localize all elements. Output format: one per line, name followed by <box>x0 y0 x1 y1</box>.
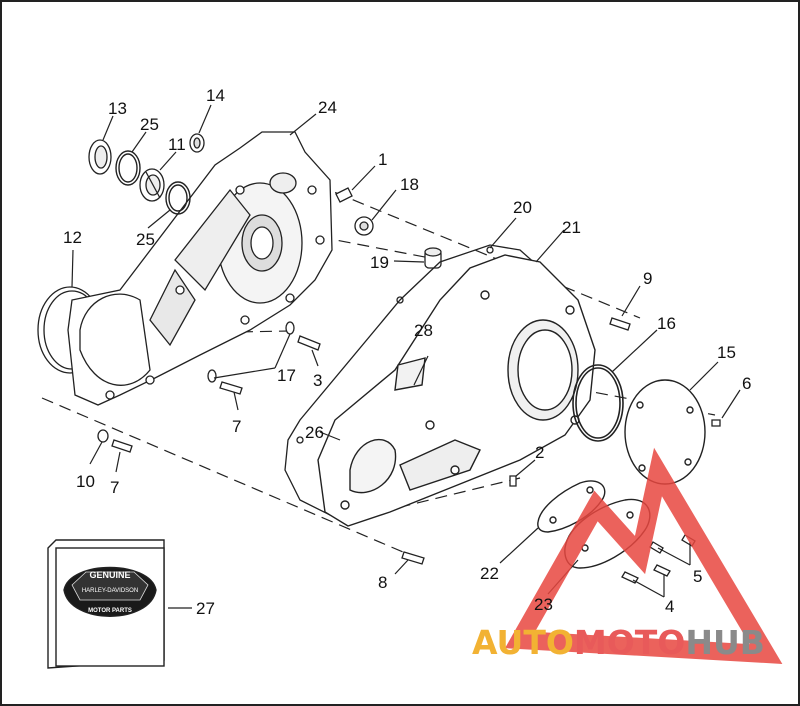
part-5-screw-a <box>649 541 664 554</box>
callout-21: 21 <box>562 218 581 237</box>
part-7-screw-lower <box>111 439 133 453</box>
part-2-screw <box>509 475 517 487</box>
leader-lines <box>71 104 741 609</box>
callout-1: 1 <box>378 150 387 169</box>
callout-20: 20 <box>513 198 532 217</box>
callout-25-bottom: 25 <box>136 230 155 249</box>
watermark-part2: MOTO <box>574 623 685 662</box>
callout-22: 22 <box>480 564 499 583</box>
part-6-screw <box>711 419 721 427</box>
callout-24: 24 <box>318 98 337 117</box>
part-7-screw-upper <box>219 381 243 395</box>
part-18-bushing <box>354 216 374 236</box>
svg-text:AUTOMOTOHUB: AUTOMOTOHUB <box>472 623 765 662</box>
package-brand-top: GENUINE <box>89 570 130 580</box>
callout-12: 12 <box>63 228 82 247</box>
part-24-inner-primary-housing <box>67 131 333 406</box>
part-13-seal <box>88 139 112 175</box>
callout-28: 28 <box>414 321 433 340</box>
package-brand-mid: HARLEY-DAVIDSON <box>82 588 138 594</box>
callout-14: 14 <box>206 86 225 105</box>
callout-27: 27 <box>196 599 215 618</box>
part-21-outer-primary-cover <box>317 254 596 527</box>
callout-4: 4 <box>665 597 674 616</box>
part-17-washer-lower <box>207 369 217 383</box>
part-8-screw <box>401 551 425 565</box>
callout-26: 26 <box>305 423 324 442</box>
callout-8: 8 <box>378 573 387 592</box>
watermark-part1: AUTO <box>472 623 574 662</box>
callout-2: 2 <box>535 443 544 462</box>
callout-23: 23 <box>534 595 553 614</box>
callout-6: 6 <box>742 374 751 393</box>
callout-7-lower: 7 <box>110 478 119 497</box>
callout-25-top: 25 <box>140 115 159 134</box>
washers <box>97 321 295 443</box>
part-4-screw-b <box>653 564 671 577</box>
callout-10: 10 <box>76 472 95 491</box>
part-10-washer <box>97 429 109 443</box>
callout-labels: 13 25 11 25 14 24 1 18 12 19 20 21 9 16 … <box>63 86 751 618</box>
callout-9: 9 <box>643 269 652 288</box>
part-19-bushing <box>424 247 442 269</box>
callout-17: 17 <box>277 366 296 385</box>
part-1-dowel <box>335 187 353 203</box>
part-25-retaining-ring-top <box>115 150 141 186</box>
watermark: AUTOMOTOHUB <box>472 447 783 664</box>
callout-15: 15 <box>717 343 736 362</box>
part-16-o-ring <box>572 364 624 442</box>
watermark-part3: HUB <box>685 623 765 662</box>
part-14-bushing <box>189 133 205 153</box>
part-11-bearing <box>139 168 165 202</box>
callout-7-upper: 7 <box>232 417 241 436</box>
callout-3: 3 <box>313 371 322 390</box>
callout-5: 5 <box>693 567 702 586</box>
watermark-triangle-logo <box>505 447 783 664</box>
part-17-washer-upper <box>285 321 295 335</box>
callout-19: 19 <box>370 253 389 272</box>
part-3-screw <box>297 335 321 351</box>
package-brand-bottom: MOTOR PARTS <box>88 608 132 614</box>
part-9-screw <box>609 317 631 331</box>
callout-13: 13 <box>108 99 127 118</box>
part-25-retaining-ring-bottom <box>165 181 191 215</box>
callout-16: 16 <box>657 314 676 333</box>
callout-11: 11 <box>168 135 186 154</box>
part-27-package: GENUINE HARLEY-DAVIDSON MOTOR PARTS <box>47 539 165 669</box>
callout-18: 18 <box>400 175 419 194</box>
